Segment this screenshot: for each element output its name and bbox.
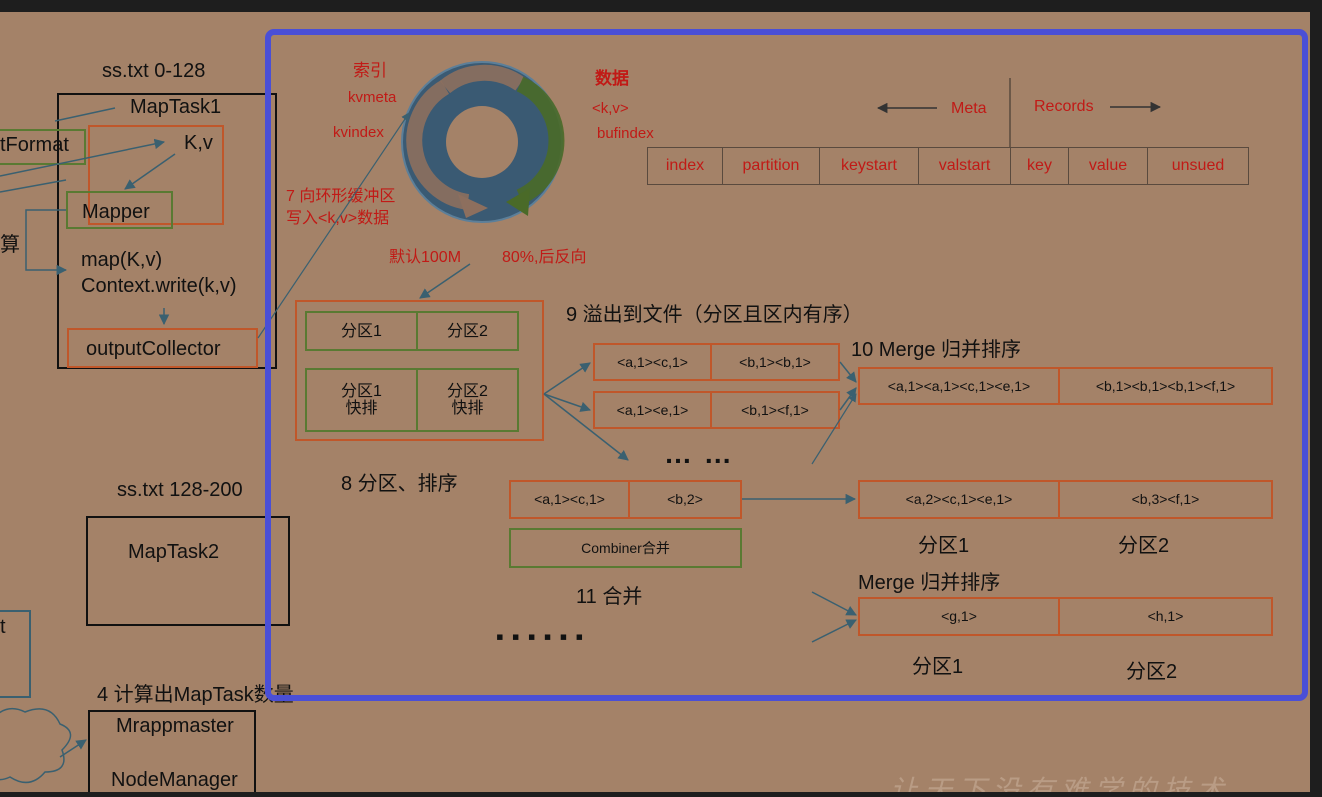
step-11-label: 11 合并 bbox=[576, 586, 643, 608]
map-function: map(K,v) bbox=[81, 249, 163, 271]
combined-part2: <b,3><f,1> bbox=[1058, 480, 1273, 519]
maptask1-box bbox=[57, 93, 277, 369]
output-collector-label: outputCollector bbox=[86, 338, 221, 360]
sort-buffer-box bbox=[295, 300, 544, 441]
merge2-partition-1-label: 分区1 bbox=[912, 656, 964, 678]
spill-row1-part2: <b,1><b,1> bbox=[710, 343, 840, 381]
partial-left-text: t bbox=[0, 616, 6, 638]
step-9-label: 9 溢出到文件（分区且区内有序） bbox=[566, 304, 863, 326]
merge-2-label: Merge 归并排序 bbox=[858, 572, 1001, 594]
step-8-label: 8 分区、排序 bbox=[341, 473, 458, 495]
mrappmaster-box bbox=[88, 710, 256, 792]
bufindex-label: bufindex bbox=[597, 125, 654, 142]
input-format-box bbox=[0, 129, 86, 165]
combined-partition-2-label: 分区2 bbox=[1118, 535, 1170, 557]
compute-label-partial: 算 bbox=[0, 234, 20, 256]
bottom-ellipsis: ▪ ▪ ▪ ▪ ▪ ▪ bbox=[496, 624, 585, 649]
merge2-partition-2-label: 分区2 bbox=[1126, 661, 1178, 683]
meta-cell-unsued: unsued bbox=[1147, 147, 1249, 185]
records-label: Records bbox=[1034, 98, 1094, 115]
kv-ring-label: <k,v> bbox=[592, 100, 629, 117]
mrappmaster-label: Mrappmaster bbox=[116, 715, 234, 737]
input-format-label: tFormat bbox=[0, 134, 69, 156]
split-label-1: ss.txt 0-128 bbox=[102, 60, 206, 82]
spill-row2-part2: <b,1><f,1> bbox=[710, 391, 840, 429]
combine-input-part2: <b,2> bbox=[628, 480, 742, 519]
step-7-line1: 7 向环形缓冲区 bbox=[286, 188, 396, 205]
mapper-box bbox=[66, 191, 173, 229]
kvmeta-label: kvmeta bbox=[348, 89, 397, 106]
data-label: 数据 bbox=[595, 69, 629, 88]
split-label-2: ss.txt 128-200 bbox=[117, 479, 243, 501]
threshold-label: 80%,后反向 bbox=[502, 249, 587, 266]
partition-2-cell: 分区2 bbox=[416, 311, 519, 351]
index-label: 索引 bbox=[353, 61, 387, 80]
output-collector-box bbox=[67, 328, 258, 368]
maptask2-title: MapTask2 bbox=[128, 541, 220, 563]
merge2-part2: <h,1> bbox=[1058, 597, 1273, 636]
kvindex-label: kvindex bbox=[333, 124, 384, 141]
highlight-frame bbox=[265, 29, 1308, 701]
step-10-label: 10 Merge 归并排序 bbox=[851, 339, 1022, 361]
ring-buffer-icon bbox=[401, 61, 565, 223]
diagram-graphics bbox=[0, 29, 1308, 784]
kv-box bbox=[88, 125, 224, 225]
step-4-label: 4 计算出MapTask数量 bbox=[97, 684, 294, 706]
spill-ellipsis: … … bbox=[664, 438, 734, 469]
watermark: 让天下没有难学的技术 bbox=[890, 774, 1231, 792]
maptask1-title: MapTask1 bbox=[130, 96, 222, 118]
partition-2-quicksort: 分区2 快排 bbox=[416, 368, 519, 432]
slide: ss.txt 0-128 MapTask1 tFormat K,v Mapper… bbox=[0, 12, 1310, 792]
combined-partition-1-label: 分区1 bbox=[918, 535, 970, 557]
partial-left-box bbox=[0, 610, 31, 698]
maptask2-box bbox=[86, 516, 290, 626]
kv-label: K,v bbox=[184, 132, 213, 154]
combiner-box: Combiner合并 bbox=[509, 528, 742, 568]
meta-label: Meta bbox=[951, 100, 987, 117]
mapper-label: Mapper bbox=[82, 201, 150, 223]
context-write: Context.write(k,v) bbox=[81, 275, 237, 297]
merge-part2: <b,1><b,1><b,1><f,1> bbox=[1058, 367, 1273, 405]
nodemanager-label: NodeManager bbox=[111, 769, 238, 791]
default-size-label: 默认100M bbox=[389, 249, 462, 266]
